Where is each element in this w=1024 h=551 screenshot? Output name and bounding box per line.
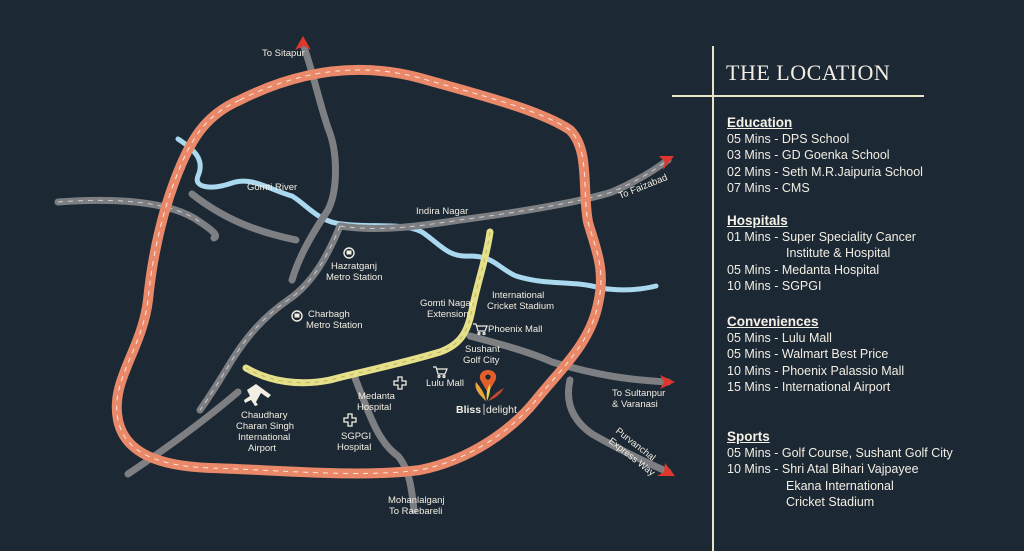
- label-to-sultanpur: To Sultanpur: [612, 388, 665, 399]
- label-gomti-river: Gomti River: [247, 182, 297, 193]
- label-varanasi: & Varanasi: [612, 399, 658, 410]
- metro-icon: [291, 310, 303, 322]
- shopping-cart-icon: [473, 323, 488, 336]
- road-sushant: [466, 332, 672, 386]
- section-heading: Sports: [727, 429, 770, 444]
- arrow-faizabad: [659, 156, 674, 170]
- label-charan-singh: Charan Singh: [236, 421, 294, 432]
- label-extension: Extension: [427, 309, 469, 320]
- list-item: 05 Mins - Medanta Hospital: [727, 262, 880, 277]
- list-item: 02 Mins - Seth M.R.Jaipuria School: [727, 164, 923, 179]
- label-cricket-stadium: Cricket Stadium: [487, 301, 554, 312]
- label-sushant: Sushant: [465, 344, 500, 355]
- label-to-raebareli: To Raebareli: [389, 506, 442, 517]
- list-item: 03 Mins - GD Goenka School: [727, 148, 890, 163]
- road-sitapur: [288, 40, 339, 284]
- list-item: 05 Mins - Golf Course, Sushant Golf City: [727, 446, 953, 460]
- road-airport: [124, 388, 242, 478]
- brand-leaf-icon: [475, 382, 504, 401]
- section-education: Education 05 Mins - DPS School 03 Mins -…: [727, 115, 1017, 196]
- list-item: 10 Mins - Phoenix Palassio Mall: [727, 363, 905, 378]
- label-medanta: Medanta: [358, 391, 396, 402]
- label-indira-nagar: Indira Nagar: [416, 206, 468, 217]
- list-item: Institute & Hospital: [786, 246, 891, 261]
- hospital-plus-icon: [343, 413, 357, 427]
- section-heading: Hospitals: [727, 213, 788, 228]
- airplane-icon: [244, 384, 271, 406]
- list-item: 01 Mins - Super Speciality Cancer: [727, 230, 916, 244]
- section-heading: Education: [727, 115, 793, 130]
- label-gomti-nagar: Gomti Nagar: [420, 298, 474, 309]
- label-airport: Airport: [248, 443, 276, 454]
- list-item: 10 Mins - SGPGI: [727, 278, 822, 293]
- section-conveniences: Conveniences 05 Mins - Lulu Mall 05 Mins…: [727, 314, 1017, 395]
- hospital-plus-icon: [393, 376, 407, 390]
- road-raebareli: [351, 374, 418, 514]
- list-item: Cricket Stadium: [786, 494, 875, 509]
- label-golf-city: Golf City: [463, 355, 500, 366]
- list-item: 05 Mins - Walmart Best Price: [727, 347, 889, 362]
- label-lulu-mall: Lulu Mall: [426, 378, 464, 389]
- road-north-west: [188, 190, 300, 244]
- label-medanta-hospital: Hospital: [357, 402, 391, 413]
- list-item: 05 Mins - DPS School: [727, 132, 850, 146]
- list-item: 05 Mins - Lulu Mall: [727, 331, 832, 345]
- label-mohanlalganj: Mohanlalganj: [388, 495, 445, 506]
- label-international: International: [238, 432, 290, 443]
- list-item: 07 Mins - CMS: [727, 180, 810, 195]
- arrow-sultanpur: [660, 375, 675, 389]
- section-sports: Sports 05 Mins - Golf Course, Sushant Go…: [727, 429, 1017, 510]
- list-item: 10 Mins - Shri Atal Bihari Vajpayee: [727, 462, 919, 477]
- road-west: [54, 196, 220, 242]
- label-charbagh-metro: Metro Station: [306, 320, 363, 331]
- road-purvanchal: [564, 376, 672, 476]
- location-pin-icon: [479, 370, 497, 393]
- label-stadium: International: [492, 290, 544, 301]
- location-map: To Sitapur To Faizabad To Sultanpur & Va…: [54, 36, 675, 517]
- arrow-sitapur: [295, 36, 311, 50]
- label-charbagh: Charbagh: [308, 309, 350, 320]
- brand-bliss: Bliss: [456, 404, 481, 416]
- label-sgpgi: SGPGI: [341, 431, 371, 442]
- list-item: 15 Mins - International Airport: [727, 379, 891, 394]
- label-hazratganj-metro: Metro Station: [326, 272, 383, 283]
- label-sgpgi-hospital: Hospital: [337, 442, 371, 453]
- list-item: Ekana International: [786, 478, 894, 493]
- label-to-sitapur: To Sitapur: [262, 48, 305, 59]
- panel-horizontal-rule: [672, 95, 924, 97]
- section-heading: Conveniences: [727, 314, 819, 329]
- section-hospitals: Hospitals 01 Mins - Super Speciality Can…: [727, 213, 1017, 294]
- arrow-purvanchal: [657, 463, 675, 476]
- label-chaudhary: Chaudhary: [241, 410, 288, 421]
- metro-icon: [343, 247, 355, 259]
- panel-vertical-rule: [712, 46, 714, 551]
- label-hazratganj: Hazratganj: [331, 261, 377, 272]
- label-phoenix-mall: Phoenix Mall: [488, 324, 542, 335]
- panel-title: THE LOCATION: [726, 60, 891, 85]
- shopping-cart-icon: [433, 366, 448, 379]
- brand-delight: delight: [486, 404, 517, 416]
